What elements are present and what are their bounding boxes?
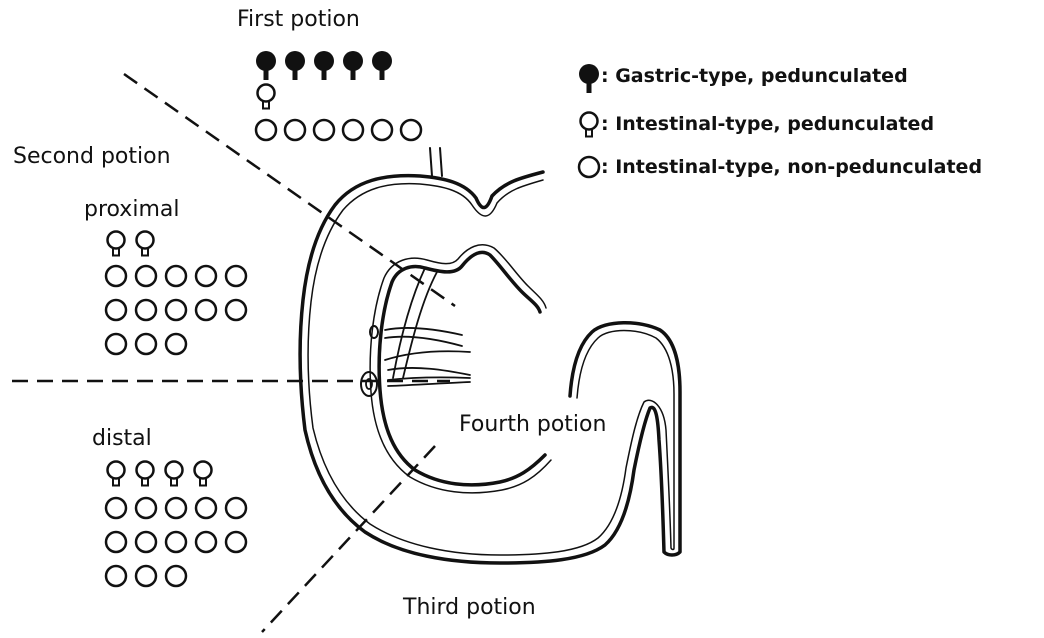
gastric-pedunculated-marker: [372, 51, 392, 80]
intestinal-non-pedunculated-marker: [226, 498, 246, 518]
intestinal-non-pedunculated-marker: [136, 300, 156, 320]
intestinal-pedunculated-marker: [166, 462, 183, 486]
label-third-portion: Third potion: [403, 597, 536, 619]
duct-lower-2: [385, 337, 462, 346]
intestinal-non-pedunculated-marker: [226, 532, 246, 552]
bile-duct-right: [440, 148, 442, 176]
intestinal-non-pedunculated-marker: [136, 334, 156, 354]
gastric-pedunculated-marker: [256, 51, 276, 80]
intestinal-non-pedunculated-marker: [106, 334, 126, 354]
gastric-pedunculated-marker: [314, 51, 334, 80]
duodenum-outline: [300, 148, 680, 563]
intestinal-non-pedunculated-marker: [136, 566, 156, 586]
intestinal-non-pedunculated-marker: [136, 498, 156, 518]
intestinal-non-pedunculated-marker: [226, 266, 246, 286]
intestinal-pedunculated-marker: [108, 462, 125, 486]
intestinal-non-pedunculated-marker: [106, 266, 126, 286]
intestinal-pedunculated-marker: [581, 113, 598, 137]
intestinal-non-pedunculated-marker: [226, 300, 246, 320]
duct-lower-1: [385, 328, 462, 335]
bile-duct-left: [430, 148, 432, 176]
intestinal-non-pedunculated-marker: [196, 498, 216, 518]
duct-lower-5: [388, 377, 470, 380]
intestinal-non-pedunculated-marker: [166, 266, 186, 286]
intestinal-non-pedunculated-marker: [166, 566, 186, 586]
duct-lower-6: [388, 382, 470, 386]
label-fourth-portion: Fourth potion: [459, 414, 606, 436]
intestinal-non-pedunculated-marker: [285, 120, 305, 140]
intestinal-pedunculated-marker: [195, 462, 212, 486]
distal-lesions: [106, 462, 246, 587]
intestinal-pedunculated-marker: [258, 85, 275, 109]
gastric-pedunculated-marker: [285, 51, 305, 80]
major-papilla-outer: [361, 372, 377, 396]
intestinal-non-pedunculated-marker: [106, 300, 126, 320]
legend-text-intestinal-pedunculated: : Intestinal-type, pedunculated: [601, 115, 934, 134]
gastric-pedunculated-marker: [343, 51, 363, 80]
intestinal-non-pedunculated-marker: [136, 532, 156, 552]
intestinal-pedunculated-marker: [108, 232, 125, 256]
intestinal-non-pedunculated-marker: [106, 566, 126, 586]
proximal-lesions: [106, 232, 246, 355]
outer-wall: [300, 172, 680, 563]
intestinal-non-pedunculated-marker: [579, 157, 599, 177]
intestinal-pedunculated-marker: [137, 462, 154, 486]
intestinal-non-pedunculated-marker: [166, 334, 186, 354]
gastric-pedunculated-marker: [579, 64, 599, 93]
outer-wall-inner-line: [308, 180, 674, 555]
intestinal-non-pedunculated-marker: [166, 498, 186, 518]
intestinal-non-pedunculated-marker: [256, 120, 276, 140]
intestinal-non-pedunculated-marker: [106, 498, 126, 518]
division-line-first-second: [124, 74, 455, 306]
minor-papilla: [370, 326, 378, 338]
intestinal-non-pedunculated-marker: [196, 300, 216, 320]
legend-markers: [579, 64, 599, 177]
intestinal-non-pedunculated-marker: [343, 120, 363, 140]
intestinal-pedunculated-marker: [137, 232, 154, 256]
intestinal-non-pedunculated-marker: [166, 300, 186, 320]
duct-upper-right: [403, 272, 437, 378]
duct-upper-left: [393, 268, 425, 378]
label-proximal: proximal: [84, 199, 179, 221]
intestinal-non-pedunculated-marker: [196, 266, 216, 286]
first-portion-lesions: [256, 51, 421, 140]
intestinal-non-pedunculated-marker: [136, 266, 156, 286]
intestinal-non-pedunculated-marker: [314, 120, 334, 140]
duct-lower-4: [388, 368, 470, 375]
legend-text-intestinal-non-pedunculated: : Intestinal-type, non-pedunculated: [601, 158, 982, 177]
label-first-portion: First potion: [237, 9, 360, 31]
intestinal-non-pedunculated-marker: [106, 532, 126, 552]
label-distal: distal: [92, 428, 152, 450]
intestinal-non-pedunculated-marker: [372, 120, 392, 140]
intestinal-non-pedunculated-marker: [196, 532, 216, 552]
intestinal-non-pedunculated-marker: [401, 120, 421, 140]
label-second-portion: Second potion: [13, 146, 171, 168]
legend-text-gastric-pedunculated: : Gastric-type, pedunculated: [601, 67, 908, 86]
intestinal-non-pedunculated-marker: [166, 532, 186, 552]
